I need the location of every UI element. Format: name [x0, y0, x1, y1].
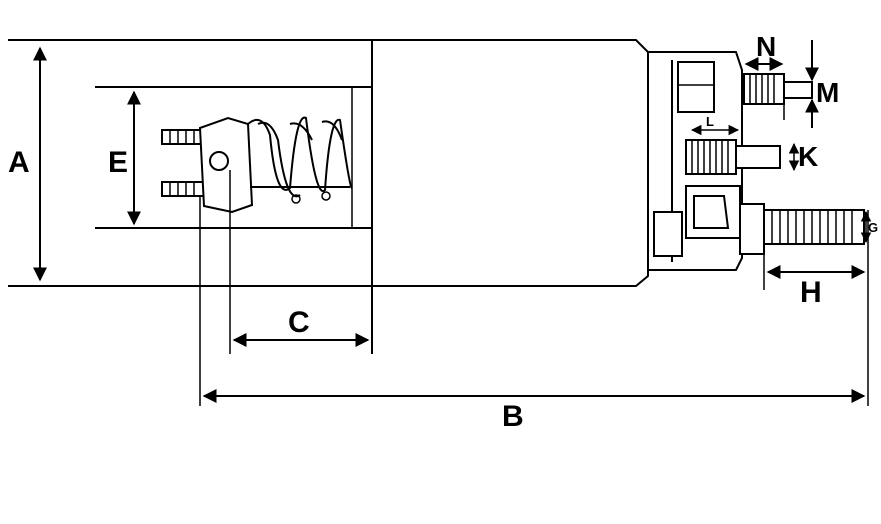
terminal-cap	[648, 51, 781, 271]
label-E: E	[108, 146, 128, 179]
label-K: K	[798, 141, 818, 172]
upper-terminal-stud	[743, 73, 813, 105]
plunger-spring	[161, 116, 353, 214]
label-H: H	[800, 276, 822, 309]
label-N: N	[756, 31, 776, 62]
plunger-bore	[95, 86, 372, 229]
label-G: G	[868, 220, 878, 235]
solenoid-body	[8, 39, 649, 354]
label-M: M	[816, 77, 839, 108]
label-L: L	[706, 114, 714, 129]
lower-terminal-stud	[763, 209, 865, 245]
label-B: B	[502, 400, 524, 433]
label-C: C	[288, 306, 310, 339]
label-A: A	[8, 146, 30, 179]
